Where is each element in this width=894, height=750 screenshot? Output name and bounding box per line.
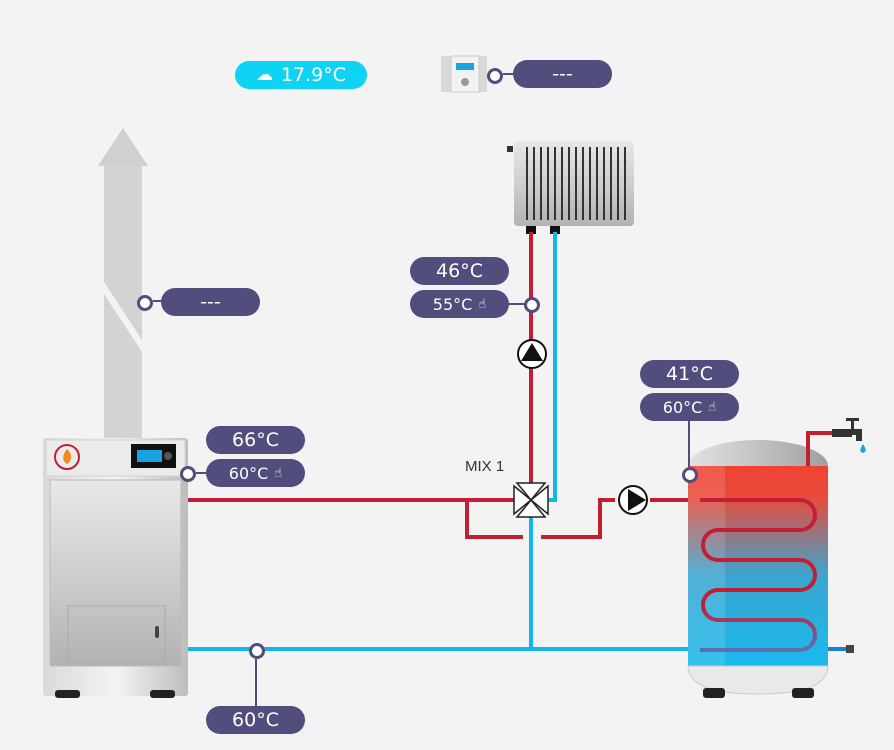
- boiler-set-temperature-button[interactable]: 60°C ☝: [206, 459, 305, 487]
- mixing-valve-icon: [513, 482, 549, 518]
- leader-line: [196, 472, 208, 474]
- leader-line: [255, 659, 257, 707]
- boiler-icon: [43, 438, 188, 698]
- boiler-return-temperature: 60°C: [206, 706, 305, 734]
- mixer-set-temperature-button[interactable]: 55°C ☝: [410, 290, 509, 318]
- return-sensor-dot: [249, 643, 265, 659]
- mixer-set-temperature: 55°C: [432, 294, 473, 314]
- radiator-return-pipe: [544, 232, 557, 502]
- hand-pointer-icon: ☝: [708, 399, 717, 415]
- dhw-set-temperature: 60°C: [662, 397, 703, 417]
- leader-line: [508, 303, 526, 305]
- mixer-actual-temperature: 46°C: [410, 257, 509, 285]
- cloud-icon: ☁: [255, 65, 273, 85]
- boiler-actual-temperature: 66°C: [206, 426, 305, 454]
- outdoor-temperature: 17.9°C: [280, 64, 347, 86]
- hot-water-tank-icon: [687, 431, 854, 698]
- mixer-sensor-dot: [524, 297, 540, 313]
- bypass-pipe-left: [465, 500, 523, 539]
- mixer-label: MIX 1: [465, 458, 505, 475]
- dhw-actual-temperature: 41°C: [640, 360, 739, 388]
- faucet-icon: [832, 418, 866, 453]
- leader-line: [153, 300, 163, 302]
- mixer-pump-icon: [517, 339, 547, 369]
- outdoor-temperature-badge: ☁ 17.9°C: [235, 61, 367, 89]
- thermostat-icon: [441, 55, 487, 93]
- chimney-icon: [98, 128, 148, 440]
- dhw-set-temperature-button[interactable]: 60°C ☝: [640, 393, 739, 421]
- dhw-sensor-dot: [682, 467, 698, 483]
- room-thermostat-value[interactable]: ---: [513, 60, 612, 88]
- leader-line: [688, 421, 690, 467]
- radiator-icon: [507, 141, 634, 234]
- boiler-set-temperature: 60°C: [228, 463, 269, 483]
- flue-temperature-value[interactable]: ---: [161, 288, 260, 316]
- flue-sensor-dot: [137, 295, 153, 311]
- flame-icon: [54, 444, 80, 470]
- thermostat-sensor-dot: [487, 68, 503, 84]
- hand-pointer-icon: ☝: [478, 296, 487, 312]
- hand-pointer-icon: ☝: [274, 465, 283, 481]
- bypass-pipe-right: [541, 498, 615, 539]
- leader-line: [503, 73, 515, 75]
- boiler-sensor-dot: [180, 466, 196, 482]
- dhw-pump-icon: [618, 485, 648, 515]
